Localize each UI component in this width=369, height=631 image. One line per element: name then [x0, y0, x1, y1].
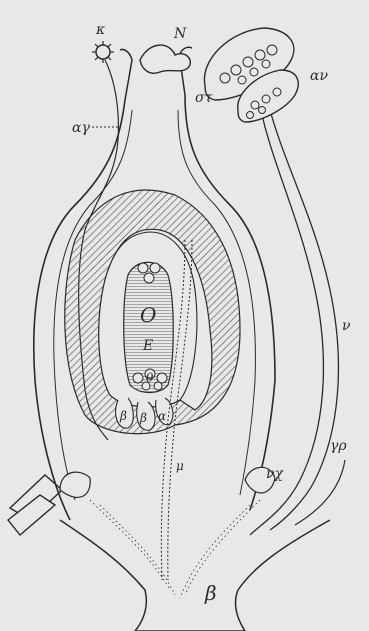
- anther: [204, 28, 298, 122]
- label-beta-1: β: [119, 409, 127, 423]
- label-nectary: νχ: [266, 466, 285, 482]
- nectary-left: [60, 472, 90, 497]
- label-micropyle-tube: μ: [176, 459, 184, 473]
- label-receptacle: β: [204, 581, 217, 605]
- stigma-pollen-grain: [92, 41, 114, 63]
- label-filament: ν: [342, 318, 351, 334]
- label-embryo-sac-e: Ε: [142, 338, 153, 354]
- label-petal: γρ: [330, 438, 347, 454]
- label-beta-2: β: [139, 411, 147, 425]
- label-pollen-tube: αγ: [72, 120, 90, 136]
- vascular-strands: [90, 500, 260, 598]
- label-embryo-sac-o: Ο: [140, 303, 156, 327]
- label-theta: θ: [146, 371, 154, 385]
- left-sepal-2: [8, 495, 55, 535]
- label-anther: αν: [310, 68, 328, 84]
- label-style: στ: [195, 90, 213, 106]
- label-alpha: α: [158, 409, 166, 423]
- label-stigma-lobe: Ν: [173, 26, 187, 42]
- label-stigma: κ: [95, 22, 105, 38]
